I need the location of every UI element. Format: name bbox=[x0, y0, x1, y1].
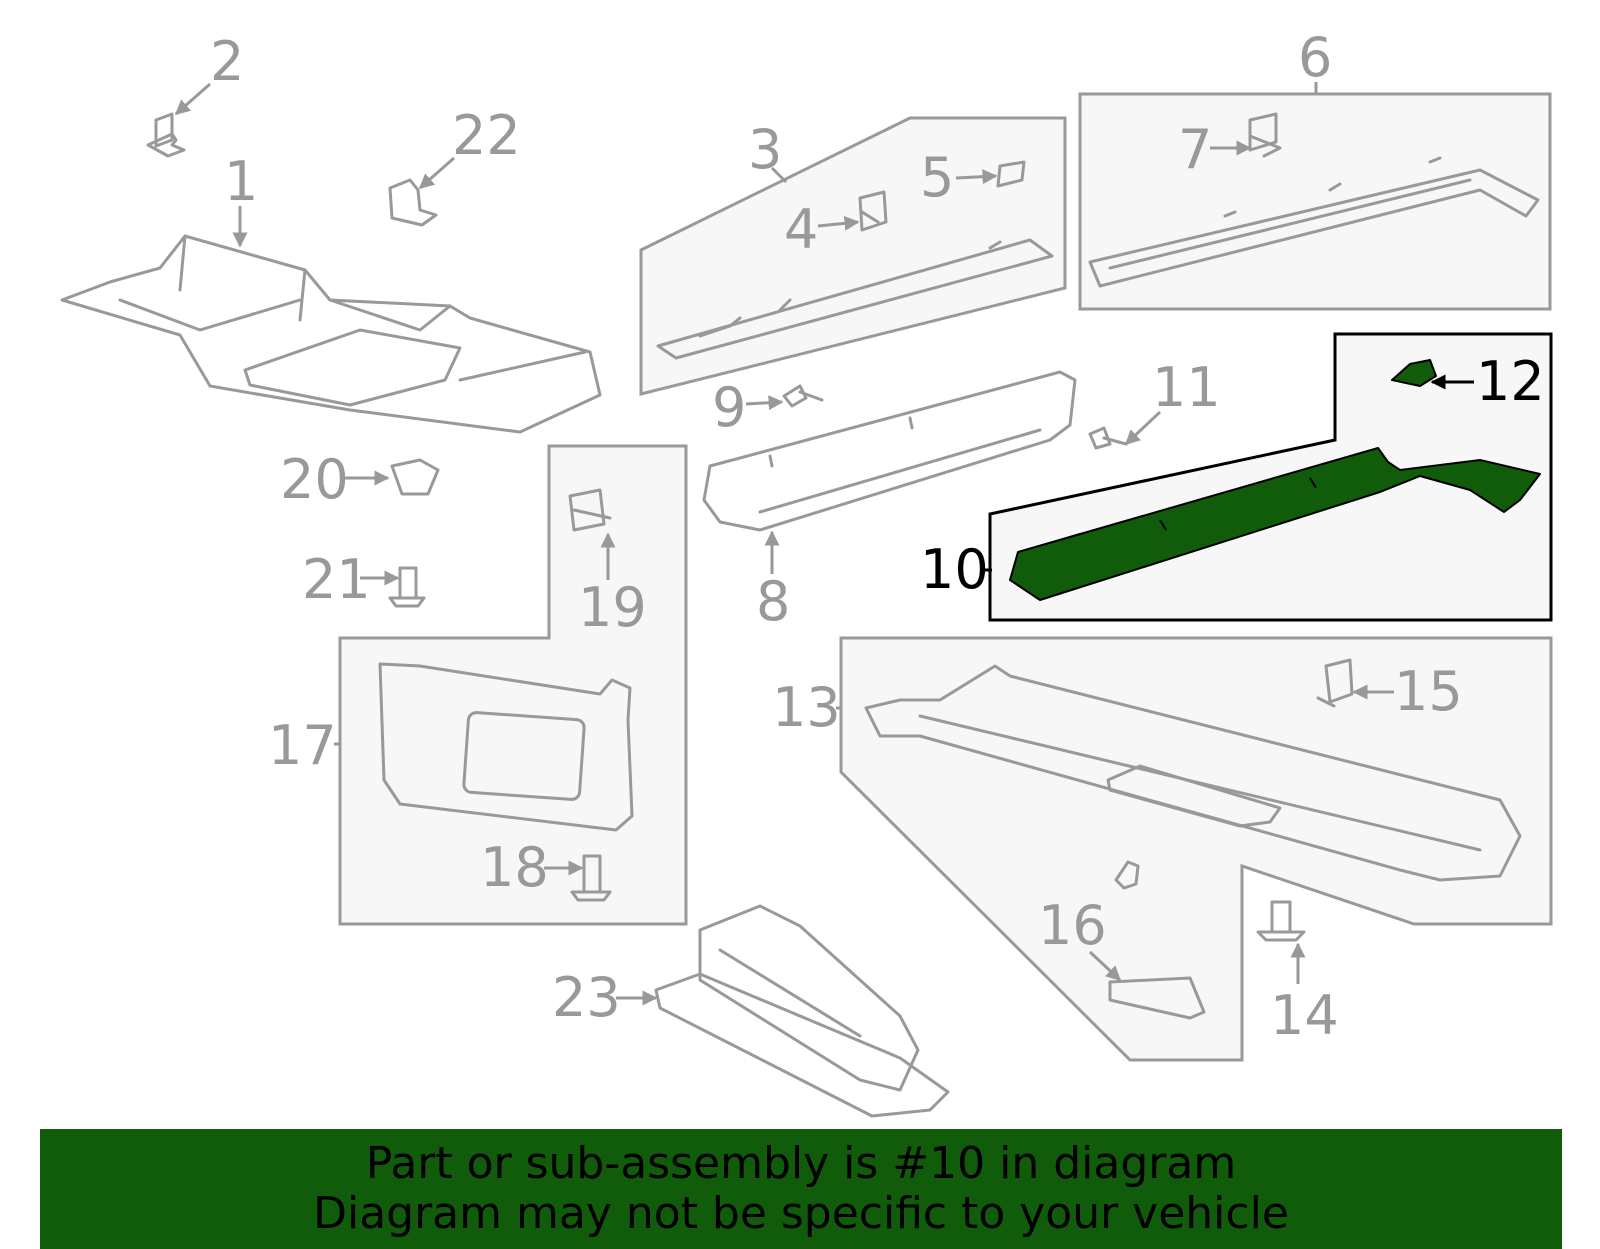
part-21-fastener[interactable] bbox=[388, 566, 426, 608]
part-23-console[interactable] bbox=[654, 904, 950, 1118]
callout-1: 1 bbox=[224, 150, 258, 213]
callout-7: 7 bbox=[1178, 118, 1212, 181]
banner-line-2: Diagram may not be specific to your vehi… bbox=[313, 1188, 1289, 1239]
leader-5 bbox=[955, 169, 998, 185]
callout-11: 11 bbox=[1152, 356, 1221, 419]
leader-4 bbox=[817, 215, 860, 231]
part-16-lamp[interactable] bbox=[1108, 860, 1206, 1020]
callout-18: 18 bbox=[480, 836, 549, 899]
callout-2: 2 bbox=[210, 30, 244, 93]
callout-4: 4 bbox=[784, 198, 818, 261]
part-6-trim[interactable] bbox=[1088, 156, 1540, 288]
part-22-bracket[interactable] bbox=[388, 178, 438, 227]
part-10-trim-highlighted[interactable] bbox=[1009, 359, 1541, 601]
part-9-fastener[interactable] bbox=[782, 384, 824, 408]
part-11-fastener[interactable] bbox=[1088, 426, 1128, 450]
leader-9 bbox=[745, 395, 784, 411]
callout-labels: 2 22 1 3 4 5 6 7 9 11 12 10 8 20 21 19 1… bbox=[210, 26, 1545, 1047]
callout-14: 14 bbox=[1270, 984, 1339, 1047]
callout-17: 17 bbox=[268, 714, 337, 777]
part-19-clip[interactable] bbox=[568, 488, 612, 532]
callout-22: 22 bbox=[452, 104, 521, 167]
leader-11 bbox=[1124, 410, 1162, 446]
callout-3: 3 bbox=[748, 118, 782, 181]
part-3-trim[interactable] bbox=[656, 238, 1054, 360]
callout-21: 21 bbox=[302, 548, 371, 611]
part-7-clip[interactable] bbox=[1248, 112, 1282, 158]
callout-20: 20 bbox=[280, 448, 349, 511]
group-box-17 bbox=[338, 444, 688, 926]
part-15-clip[interactable] bbox=[1316, 658, 1354, 708]
callout-12: 12 bbox=[1476, 350, 1545, 413]
part-5-clip[interactable] bbox=[996, 160, 1026, 188]
banner-line-1: Part or sub-assembly is #10 in diagram bbox=[365, 1138, 1237, 1189]
callout-16: 16 bbox=[1038, 894, 1107, 957]
callout-8: 8 bbox=[756, 570, 790, 633]
part-2-clip[interactable] bbox=[146, 112, 186, 158]
part-18-fastener[interactable] bbox=[570, 854, 612, 902]
group-box-13 bbox=[839, 636, 1553, 1062]
part-14-fastener[interactable] bbox=[1256, 900, 1306, 942]
leader-16 bbox=[1088, 950, 1122, 982]
group-box-3 bbox=[639, 116, 1067, 396]
callout-19: 19 bbox=[578, 576, 647, 639]
callout-23: 23 bbox=[552, 966, 621, 1029]
part-1-headliner[interactable] bbox=[60, 234, 602, 434]
leader-lines bbox=[174, 82, 1474, 1006]
callout-6: 6 bbox=[1298, 26, 1332, 89]
info-banner: Part or sub-assembly is #10 in diagram D… bbox=[40, 1129, 1562, 1249]
leader-2 bbox=[174, 82, 211, 116]
callout-9: 9 bbox=[712, 376, 746, 439]
callout-13: 13 bbox=[772, 676, 841, 739]
leader-3 bbox=[770, 166, 788, 184]
callout-15: 15 bbox=[1394, 660, 1463, 723]
part-8-trim[interactable] bbox=[702, 370, 1077, 532]
part-4-clip[interactable] bbox=[858, 190, 888, 232]
part-20-clip[interactable] bbox=[390, 458, 440, 496]
leader-22 bbox=[418, 156, 455, 190]
part-13-trim[interactable] bbox=[864, 664, 1522, 882]
callout-10: 10 bbox=[920, 538, 989, 601]
callout-5: 5 bbox=[920, 146, 954, 209]
group-box-6 bbox=[1078, 92, 1552, 311]
part-17-sunvisor[interactable] bbox=[378, 662, 634, 832]
